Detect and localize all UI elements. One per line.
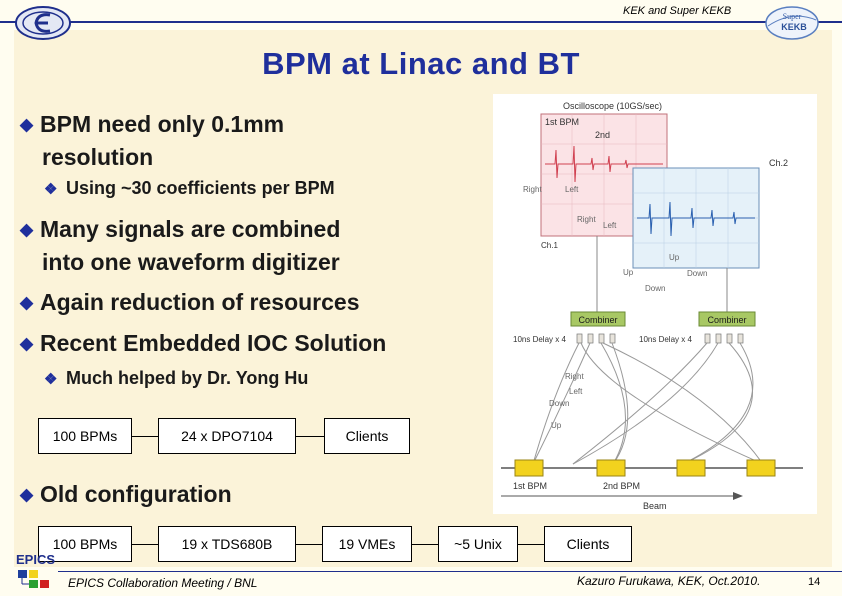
footer-rule (58, 571, 842, 572)
footer-meeting: EPICS Collaboration Meeting / BNL (68, 576, 258, 590)
bullet-signals-combined: ◆ Many signals are combined into one wave… (20, 213, 340, 278)
bpm-block-1b (596, 459, 626, 477)
combiner-label-1: Combiner (578, 315, 617, 325)
bullet-text: BPM need only 0.1mm (40, 111, 285, 137)
first-bpm-label: 1st BPM (545, 117, 579, 127)
subbullet-coefficients: ❖ Using ~30 coefficients per BPM (44, 178, 335, 199)
down-label-2: Down (645, 284, 665, 293)
channel2-waveform (637, 201, 755, 237)
flow-box-clients: Clients (324, 418, 410, 454)
left-label-1: Left (565, 185, 579, 194)
combiner-1 (570, 311, 626, 327)
delay-connectors-2 (704, 333, 744, 344)
flow-connector (132, 544, 158, 545)
kek-logo-icon (15, 6, 71, 40)
bpm1-label: 1st BPM (513, 481, 547, 491)
cable-bundle (532, 342, 764, 465)
left-label-2: Left (603, 221, 617, 230)
old-flow-box-scopes: 19 x TDS680B (158, 526, 296, 562)
delay-label-2: 10ns Delay x 4 (639, 335, 692, 344)
down-label-3: Down (549, 399, 569, 408)
up-label-2: Up (669, 253, 680, 262)
check-diamond-icon: ❖ (44, 181, 58, 198)
right-label-3: Right (565, 372, 584, 381)
right-label-2: Right (577, 215, 596, 224)
superkekb-logo-icon: Super KEKB (765, 6, 819, 40)
svg-text:Super: Super (783, 12, 802, 21)
right-label-1: Right (523, 185, 542, 194)
old-flow-box-clients: Clients (544, 526, 632, 562)
diamond-bullet-icon: ◆ (20, 334, 34, 353)
channel1-waveform (545, 145, 663, 183)
header-rule (0, 21, 842, 23)
bullet-embedded-ioc: ◆ Recent Embedded IOC Solution (20, 327, 386, 360)
up-label-3: Up (551, 421, 562, 430)
bullet-text: Again reduction of resources (40, 289, 360, 315)
flow-box-digitizer: 24 x DPO7104 (158, 418, 296, 454)
bpm-block-1a (514, 459, 544, 477)
bpm-block-2a (676, 459, 706, 477)
flow-connector (518, 544, 544, 545)
up-label-1: Up (623, 268, 634, 277)
down-label-1: Down (687, 269, 707, 278)
diamond-bullet-icon: ◆ (20, 485, 34, 504)
diamond-bullet-icon: ◆ (20, 220, 34, 239)
combiner-label-2: Combiner (707, 315, 746, 325)
diamond-bullet-icon: ◆ (20, 293, 34, 312)
svg-text:KEKB: KEKB (781, 22, 807, 32)
footer-author: Kazuro Furukawa, KEK, Oct.2010. (577, 574, 761, 588)
oscilloscope-label: Oscilloscope (10GS/sec) (563, 101, 662, 111)
combiner-2 (698, 311, 756, 327)
old-flow-box-unix: ~5 Unix (438, 526, 518, 562)
bpm2-label: 2nd BPM (603, 481, 640, 491)
delay-label-1: 10ns Delay x 4 (513, 335, 566, 344)
flow-connector (296, 436, 324, 437)
flow-connector (132, 436, 158, 437)
epics-logo-icon: EPICS (16, 552, 55, 588)
page-number: 14 (808, 576, 821, 588)
header-text: KEK and Super KEKB (623, 5, 732, 17)
bullet-text: Many signals are combined (40, 216, 341, 242)
diamond-bullet-icon: ◆ (20, 115, 34, 134)
bullet-text: Recent Embedded IOC Solution (40, 330, 387, 356)
flow-connector (412, 544, 438, 545)
ch1-label: Ch.1 (541, 241, 558, 250)
bullet-reduction: ◆ Again reduction of resources (20, 286, 360, 319)
bullet-old-configuration: ◆ Old configuration (20, 478, 232, 511)
old-flow-box-vmes: 19 VMEs (322, 526, 412, 562)
subbullet-text: Using ~30 coefficients per BPM (66, 178, 335, 198)
flow-box-bpms: 100 BPMs (38, 418, 132, 454)
slide-title: BPM at Linac and BT (262, 46, 580, 81)
subbullet-text: Much helped by Dr. Yong Hu (66, 368, 309, 388)
old-flow-box-bpms: 100 BPMs (38, 526, 132, 562)
flow-connector (296, 544, 322, 545)
check-diamond-icon: ❖ (44, 371, 58, 388)
bpm-signal-diagram: Oscilloscope (10GS/sec) 1st BPM 2nd Ch.1… (493, 94, 817, 514)
bpm-block-2b (746, 459, 776, 477)
left-label-3: Left (569, 387, 583, 396)
bullet-text: Old configuration (40, 481, 232, 507)
bullet-text-continued: resolution (42, 144, 154, 170)
beam-arrow-head (733, 492, 743, 500)
second-label: 2nd (595, 130, 610, 140)
epics-logo-text: EPICS (16, 552, 55, 567)
ch2-label: Ch.2 (769, 158, 788, 168)
beam-label: Beam (643, 501, 667, 511)
bullet-text-continued: into one waveform digitizer (42, 249, 340, 275)
bullet-bpm-resolution: ◆ BPM need only 0.1mm resolution (20, 108, 284, 173)
subbullet-yong-hu: ❖ Much helped by Dr. Yong Hu (44, 368, 308, 389)
